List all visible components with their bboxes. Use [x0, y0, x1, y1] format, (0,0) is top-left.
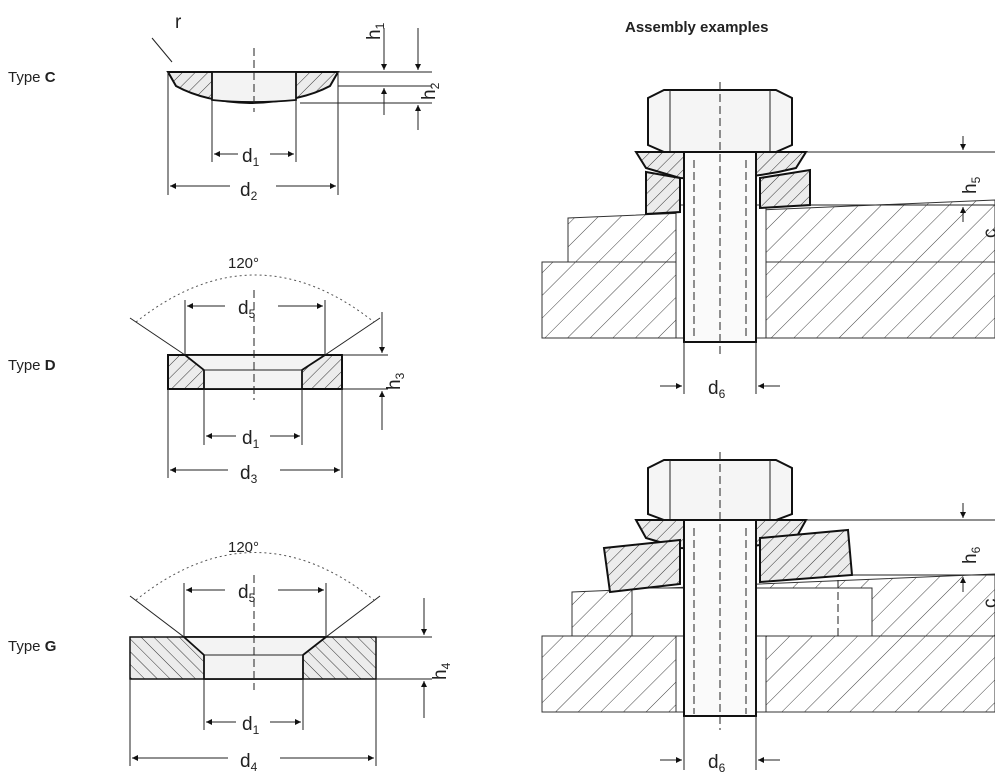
lower-plate [541, 261, 995, 339]
assembly-2-edge-mark: c [980, 599, 995, 609]
type-c-label: Type C [8, 69, 56, 86]
upper-plate [567, 199, 995, 263]
type-d-h3-label: h3 [384, 372, 407, 390]
type-g-d4-label: d4 [240, 751, 258, 773]
assembly-1-edge-mark: c [980, 229, 995, 239]
conical-seat-left [645, 170, 681, 216]
assembly-title: Assembly examples [625, 19, 768, 36]
assembly-example-1: d6 h5 c [541, 82, 995, 401]
type-d-view: Type D 120° d5 d1 d3 h3 [8, 255, 407, 486]
assembly-1-d6-label: d6 [708, 378, 726, 401]
assembly-2-h6-label: h6 [960, 546, 983, 564]
cone-line [129, 317, 186, 356]
assembly-2-d6-label: d6 [708, 752, 726, 773]
type-g-d5-label: d5 [238, 582, 256, 605]
type-c-h1-label: h1 [364, 22, 387, 40]
type-c-radius-leader [151, 37, 173, 63]
type-c-radius-label: r [175, 12, 182, 33]
type-g-h4-label: h4 [430, 662, 453, 680]
type-g-washer-right [759, 528, 854, 584]
assembly-example-2: d6 h6 c [541, 452, 995, 773]
type-c-d1-label: d1 [242, 146, 260, 169]
type-c-h2-label: h2 [419, 82, 442, 100]
type-c-view: Type C r d1 d2 h1 h2 [8, 12, 442, 203]
cone-line [129, 595, 185, 638]
type-d-d1-label: d1 [242, 428, 260, 451]
type-g-d1-label: d1 [242, 714, 260, 737]
type-g-washer-left [602, 538, 681, 594]
type-d-angle-label: 120° [228, 255, 259, 272]
type-g-angle-arc [135, 552, 375, 601]
lower-plate [541, 635, 995, 713]
cone-line [325, 595, 381, 638]
type-g-view: Type G 120° d5 d1 d4 h4 [8, 539, 453, 773]
type-d-label: Type D [8, 357, 56, 374]
type-d-angle-arc [135, 274, 375, 323]
type-c-d2-label: d2 [240, 180, 258, 203]
assembly-1-h5-label: h5 [960, 176, 983, 194]
type-g-angle-label: 120° [228, 539, 259, 556]
type-d-d3-label: d3 [240, 463, 258, 486]
type-g-label: Type G [8, 638, 56, 655]
conical-seat-right [759, 168, 811, 210]
type-d-d5-label: d5 [238, 298, 256, 321]
cone-line [324, 317, 381, 356]
